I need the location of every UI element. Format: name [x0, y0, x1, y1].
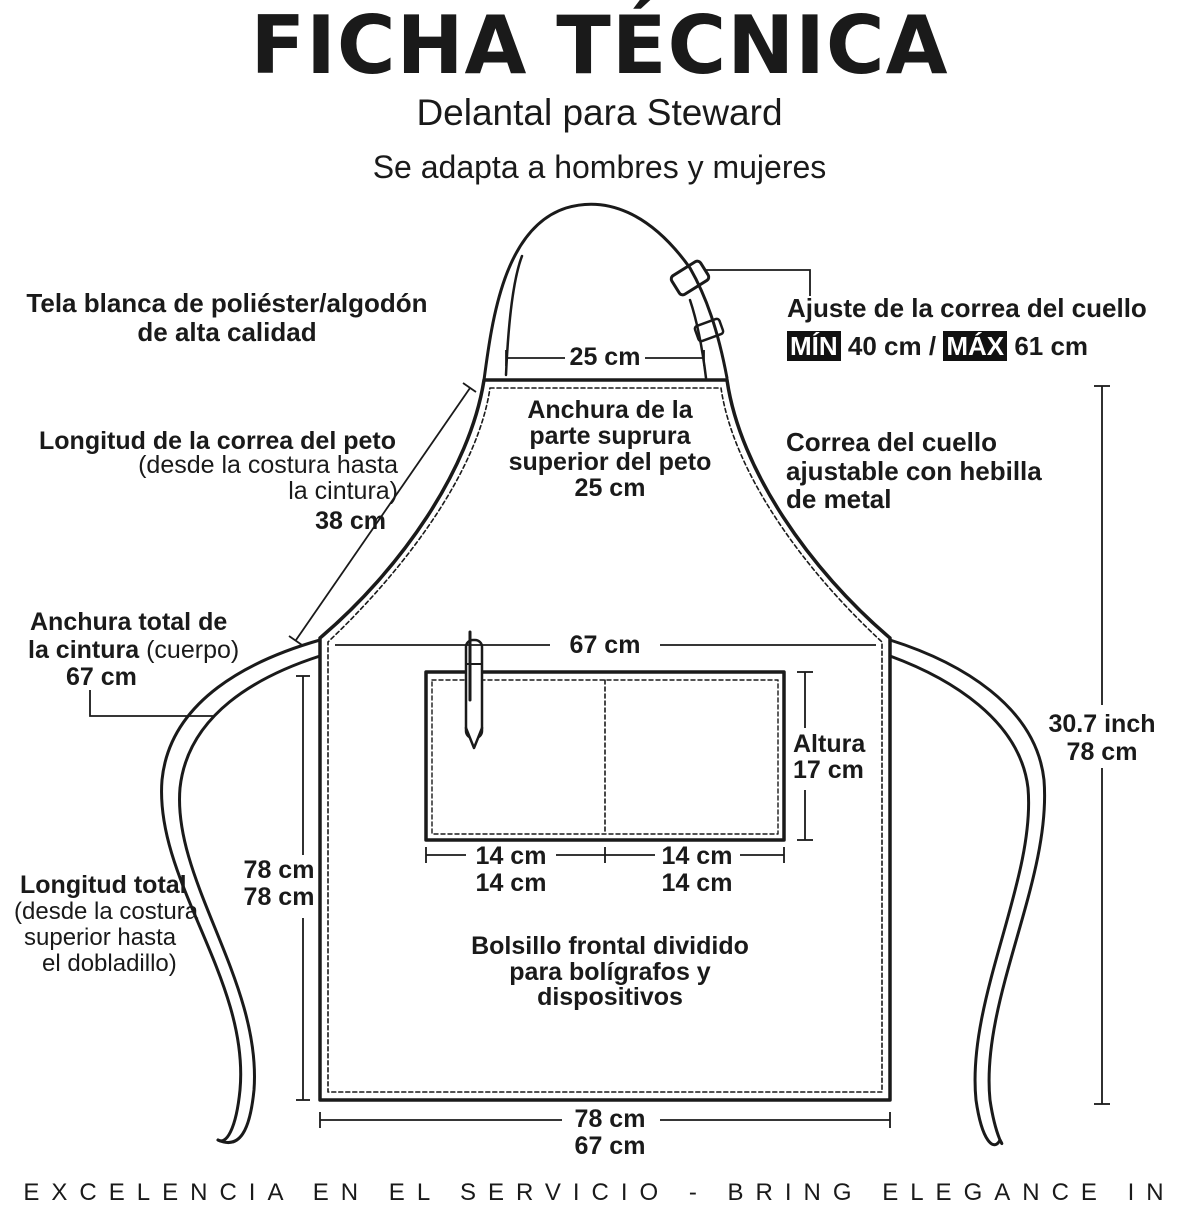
right-height-inch: 30.7 inch	[1048, 710, 1156, 738]
total-length-line-3: superior hasta	[24, 923, 177, 951]
bib-width-value: 25 cm	[574, 474, 646, 502]
waist-line-2-normal: (cuerpo)	[146, 636, 240, 664]
total-length-title: Longitud total	[20, 871, 187, 899]
waist-dim: 67 cm	[569, 631, 641, 659]
fabric-note: Tela blanca de poliéster/algodón de alta…	[20, 288, 434, 348]
neck-adjust-title: Ajuste de la correa del cuello	[787, 293, 1147, 323]
footer-slogan: EXCELENCIA EN EL SERVICIO - BRING ELEGAN…	[23, 1179, 1176, 1206]
min-tag: MÍN	[787, 331, 841, 361]
left-height-2: 78 cm	[243, 883, 315, 911]
buckle-icon	[669, 259, 711, 297]
left-height: 78 cm 78 cm	[236, 857, 322, 911]
waist-line-2: la cintura (cuerpo)	[28, 636, 239, 664]
right-waist-tie	[888, 638, 1047, 1146]
right-height-cm: 78 cm	[1066, 737, 1138, 766]
front-pocket	[424, 670, 786, 842]
neck-strap-line-2: ajustable con hebilla	[786, 455, 1042, 486]
pen-icon	[464, 630, 484, 750]
bottom-dim-2: 67 cm	[574, 1131, 646, 1160]
apron-stitching	[327, 387, 883, 1093]
bib-strap-line-3: la cintura)	[288, 476, 398, 505]
bib-strap-title: Longitud de la correa del peto	[39, 427, 396, 455]
left-waist-tie	[160, 638, 322, 1143]
waist-value: 67 cm	[66, 663, 137, 691]
total-length-line-4: el dobladillo)	[42, 949, 177, 977]
pocket-right-1: 14 cm	[661, 842, 733, 870]
pocket-left-1: 14 cm	[475, 842, 547, 870]
pocket-desc-line-3: dispositivos	[537, 983, 683, 1011]
neck-strap-line-3: de metal	[786, 484, 892, 515]
bottom-width: 78 cm 67 cm	[560, 1106, 660, 1159]
left-height-1: 78 cm	[243, 856, 315, 884]
pocket-description: Bolsillo frontal dividido para bolígrafo…	[460, 932, 760, 1011]
pocket-height-value: 17 cm	[793, 756, 864, 785]
bib-width-note: Anchura de la parte suprura superior del…	[490, 397, 730, 501]
max-value: 61 cm	[1014, 331, 1089, 361]
pocket-left-width: 14 cm 14 cm	[466, 843, 556, 897]
pocket-desc-line-2: para bolígrafos y	[509, 957, 711, 986]
product-subtitle: Delantal para Steward	[416, 92, 783, 133]
neck-strap	[482, 202, 729, 382]
page-title: FICHA TÉCNICA	[250, 0, 949, 92]
pocket-left-2: 14 cm	[475, 869, 547, 897]
pocket-desc-line-1: Bolsillo frontal dividido	[471, 932, 749, 960]
neck-strap-note: Correa del cuello ajustable con hebilla …	[786, 428, 1042, 514]
bib-strap-value: 38 cm	[315, 507, 386, 535]
bib-width-line-3: superior del peto	[508, 448, 712, 476]
waist-line-1: Anchura total de	[30, 608, 228, 636]
right-height: 30.7 inch 78 cm	[1040, 710, 1164, 766]
total-length-detail: (desde la costura superior hasta el dobl…	[14, 899, 198, 977]
neck-adjust-range: MÍN 40 cm / MÁX 61 cm	[787, 331, 1089, 361]
pocket-right-2: 14 cm	[661, 869, 733, 897]
fabric-line-2: de alta calidad	[137, 317, 317, 348]
neck-strap-line-1: Correa del cuello	[786, 427, 997, 457]
bib-width-line-2: parte suprura	[529, 422, 691, 450]
bib-strap-line-2: (desde la costura hasta	[138, 451, 398, 479]
pocket-height-label: Altura	[793, 730, 866, 758]
fit-tagline: Se adapta a hombres y mujeres	[372, 149, 827, 185]
bib-width-line-1: Anchura de la	[527, 396, 693, 424]
pocket-height: Altura 17 cm	[793, 731, 865, 784]
top-width-dim: 25 cm	[569, 343, 641, 371]
bib-strap-detail: (desde la costura hasta la cintura)	[20, 451, 398, 505]
waist-line-2-bold: la cintura	[28, 636, 140, 664]
pocket-right-width: 14 cm 14 cm	[652, 843, 742, 897]
min-value: 40 cm /	[847, 331, 937, 361]
bottom-dim-1: 78 cm	[574, 1105, 646, 1133]
total-length-line-2: (desde la costura	[14, 898, 199, 925]
apron-body	[318, 378, 892, 1102]
fabric-line-1: Tela blanca de poliéster/algodón	[26, 288, 428, 318]
max-tag: MÁX	[943, 331, 1008, 361]
